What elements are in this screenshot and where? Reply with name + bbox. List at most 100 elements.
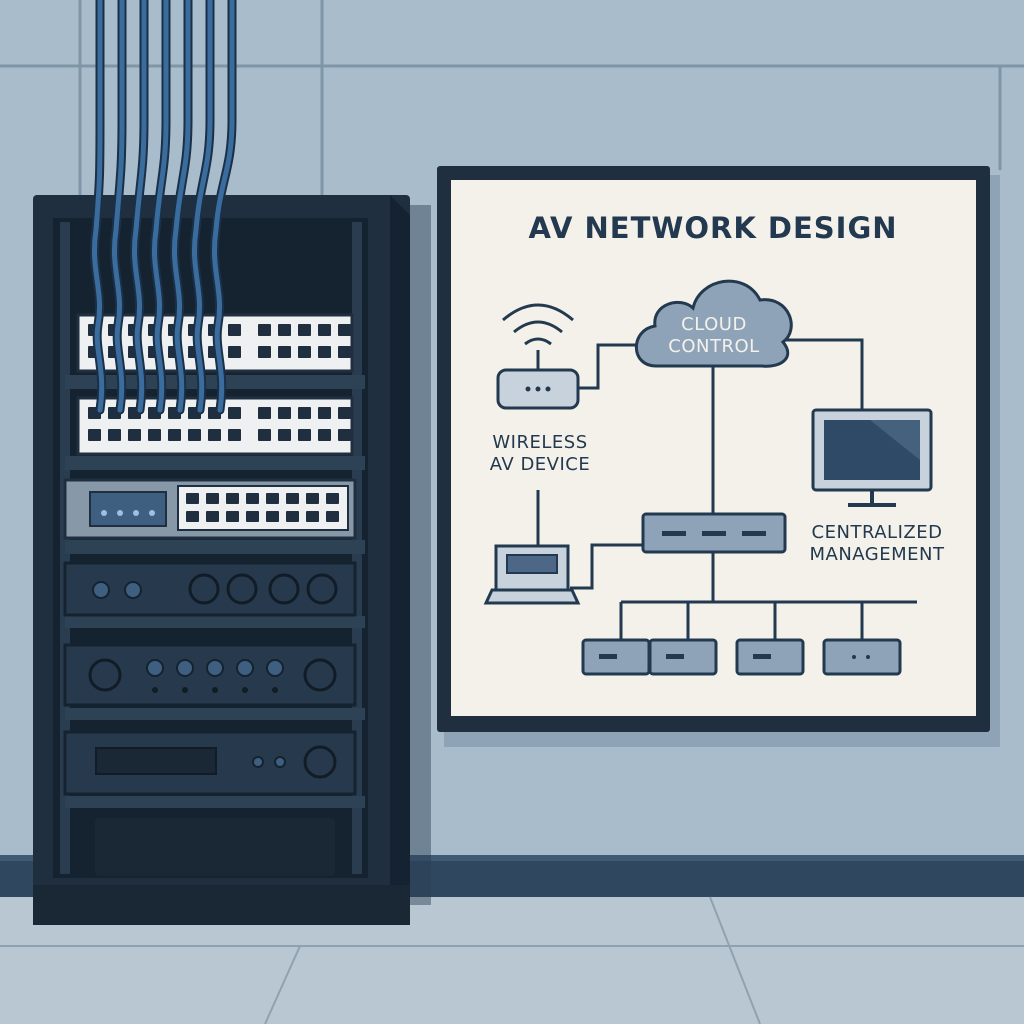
- ethernet-port: [278, 324, 291, 336]
- ethernet-port: [278, 429, 291, 441]
- ethernet-port: [206, 511, 219, 522]
- ethernet-port: [168, 429, 181, 441]
- ethernet-port: [246, 493, 259, 504]
- wifi-arc: [513, 320, 563, 334]
- wireless-label-line2: AV DEVICE: [490, 454, 591, 475]
- endpoint-device: [822, 638, 902, 676]
- switch-port: [662, 531, 686, 536]
- large-knob: [303, 745, 337, 779]
- large-knob: [306, 573, 338, 605]
- cloud-shape: [634, 279, 793, 368]
- small-knob: [206, 659, 224, 677]
- router-led: [525, 386, 531, 392]
- large-knob: [88, 658, 122, 692]
- monitor-icon: [811, 408, 933, 507]
- indicator-dot: [212, 687, 218, 693]
- ethernet-port: [298, 346, 311, 358]
- floor-seam: [264, 945, 301, 1024]
- status-led: [101, 510, 107, 516]
- cloud-monitor-link: [784, 338, 864, 410]
- wifi-arc: [524, 337, 552, 346]
- ethernet-port: [278, 407, 291, 419]
- large-knob: [188, 573, 220, 605]
- ethernet-port: [318, 429, 331, 441]
- ethernet-port: [298, 324, 311, 336]
- ethernet-port: [286, 493, 299, 504]
- small-knob: [266, 659, 284, 677]
- cable: [131, 0, 147, 413]
- ethernet-port: [208, 429, 221, 441]
- ethernet-port: [318, 324, 331, 336]
- cable: [191, 0, 213, 413]
- amplifier-1: [63, 561, 365, 628]
- management-label-line1: CENTRALIZED: [812, 522, 943, 543]
- laptop-display: [506, 554, 558, 574]
- laptop-base: [483, 588, 581, 605]
- ethernet-port: [228, 346, 241, 358]
- baseboard-top: [0, 855, 1024, 861]
- ethernet-port: [286, 511, 299, 522]
- ethernet-port: [338, 324, 351, 336]
- network-cables: [89, 0, 237, 415]
- ethernet-port: [338, 429, 351, 441]
- small-knob: [252, 756, 264, 768]
- cloud-label-line2: CONTROL: [668, 336, 759, 357]
- ethernet-port: [186, 493, 199, 504]
- status-led: [117, 510, 123, 516]
- ethernet-port: [278, 346, 291, 358]
- ethernet-port: [188, 429, 201, 441]
- ethernet-port: [298, 407, 311, 419]
- port-panel: [177, 485, 349, 531]
- ethernet-port: [226, 493, 239, 504]
- cable: [151, 0, 169, 413]
- unit-shelf: [65, 708, 365, 720]
- ethernet-port: [148, 429, 161, 441]
- monitor-glare: [870, 420, 920, 460]
- cable: [111, 0, 125, 413]
- endpoint-led: [866, 655, 870, 659]
- ethernet-port: [258, 346, 271, 358]
- ethernet-port: [338, 407, 351, 419]
- diagram-connectors: [536, 338, 917, 640]
- unit-shelf: [65, 375, 365, 389]
- small-knob: [146, 659, 164, 677]
- cable: [211, 0, 235, 413]
- ethernet-port: [258, 429, 271, 441]
- indicator-dot: [182, 687, 188, 693]
- management-label-line2: MANAGEMENT: [810, 544, 945, 565]
- wireless-router-icon: [496, 303, 580, 410]
- indicator-dot: [152, 687, 158, 693]
- unit-shelf: [65, 456, 365, 470]
- ethernet-port: [298, 429, 311, 441]
- large-knob: [303, 658, 337, 692]
- ethernet-port: [266, 493, 279, 504]
- ethernet-port: [338, 346, 351, 358]
- rack-side: [390, 195, 410, 925]
- ethernet-port: [228, 324, 241, 336]
- unit-shelf: [65, 540, 365, 554]
- ethernet-port: [258, 324, 271, 336]
- ethernet-port: [88, 429, 101, 441]
- ethernet-port: [318, 407, 331, 419]
- endpoint-port: [753, 654, 771, 659]
- ethernet-port: [318, 346, 331, 358]
- ethernet-port: [186, 511, 199, 522]
- router-cloud-link: [579, 343, 640, 390]
- endpoint-port: [666, 654, 684, 659]
- unit-shelf: [65, 796, 365, 808]
- status-display: [89, 491, 167, 527]
- router-led: [545, 386, 551, 392]
- cable: [171, 0, 191, 413]
- av-receiver: [63, 643, 365, 720]
- status-led: [149, 510, 155, 516]
- ethernet-port: [258, 407, 271, 419]
- ethernet-port: [266, 511, 279, 522]
- server-rack: [33, 0, 431, 925]
- ethernet-port: [246, 511, 259, 522]
- network-switch-1: [65, 396, 365, 470]
- endpoint-led: [852, 655, 856, 659]
- rack-base: [33, 885, 410, 925]
- indicator-dot: [242, 687, 248, 693]
- small-knob: [176, 659, 194, 677]
